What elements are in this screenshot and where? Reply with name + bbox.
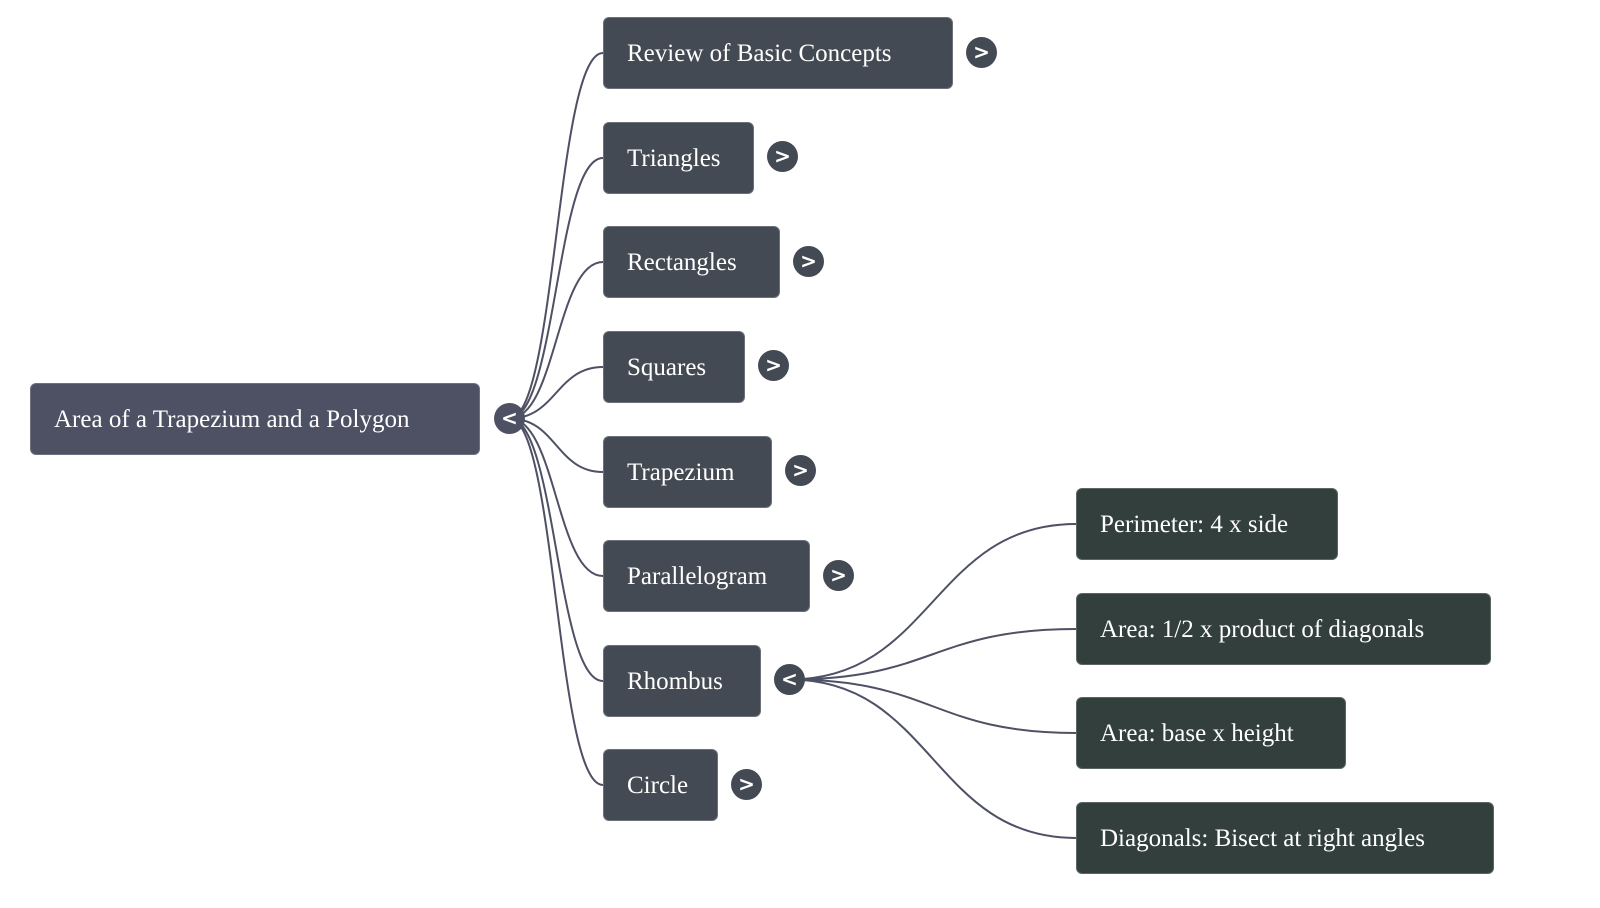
branch-label: Triangles <box>627 145 721 172</box>
branch-label: Parallelogram <box>627 563 768 590</box>
leaf-node-perimeter[interactable]: Perimeter: 4 x side <box>1076 488 1338 560</box>
expand-toggle-squares[interactable]: > <box>758 350 789 381</box>
branch-node-triangles[interactable]: Triangles <box>603 122 754 194</box>
expand-toggle-review-of-basic-concepts[interactable]: > <box>966 37 997 68</box>
branch-label: Rectangles <box>627 249 737 276</box>
expand-toggle-circle[interactable]: > <box>731 769 762 800</box>
expand-toggle-trapezium[interactable]: > <box>785 455 816 486</box>
branch-node-rhombus[interactable]: Rhombus <box>603 645 761 717</box>
branch-node-parallelogram[interactable]: Parallelogram <box>603 540 810 612</box>
branch-node-squares[interactable]: Squares <box>603 331 745 403</box>
edge-rhombus-to-diagonals-bisect <box>789 678 1077 839</box>
leaf-label: Perimeter: 4 x side <box>1100 511 1289 538</box>
branch-node-rectangles[interactable]: Rectangles <box>603 226 780 298</box>
branch-label: Squares <box>627 354 707 381</box>
edge-rhombus-to-area-base-height <box>789 678 1077 734</box>
edge-root-to-rhombus <box>509 417 604 682</box>
edge-rhombus-to-perimeter <box>789 523 1077 681</box>
edge-root-to-parallelogram <box>509 417 604 577</box>
leaf-node-area-diagonals[interactable]: Area: 1/2 x product of diagonals <box>1076 593 1491 665</box>
leaf-label: Area: 1/2 x product of diagonals <box>1100 616 1425 643</box>
expand-toggle-triangles[interactable]: > <box>767 141 798 172</box>
leaf-node-area-base-height[interactable]: Area: base x height <box>1076 697 1346 769</box>
edge-root-to-triangles <box>509 157 604 420</box>
branch-node-review-of-basic-concepts[interactable]: Review of Basic Concepts <box>603 17 953 89</box>
branch-label: Trapezium <box>627 459 735 486</box>
branch-label: Rhombus <box>627 668 723 695</box>
root-node[interactable]: Area of a Trapezium and a Polygon <box>30 383 480 455</box>
leaf-label: Diagonals: Bisect at right angles <box>1100 825 1425 852</box>
edge-root-to-circle <box>509 417 604 786</box>
leaf-node-diagonals-bisect[interactable]: Diagonals: Bisect at right angles <box>1076 802 1494 874</box>
root-collapse-toggle[interactable]: < <box>494 403 525 434</box>
edge-root-to-rectangles <box>509 261 604 420</box>
branch-label: Circle <box>627 772 689 799</box>
expand-toggle-parallelogram[interactable]: > <box>823 560 854 591</box>
root-node-label: Area of a Trapezium and a Polygon <box>54 406 410 433</box>
collapse-toggle-rhombus[interactable]: < <box>774 664 805 695</box>
branch-label: Review of Basic Concepts <box>627 40 892 67</box>
leaf-label: Area: base x height <box>1100 720 1294 747</box>
branch-node-trapezium[interactable]: Trapezium <box>603 436 772 508</box>
edge-rhombus-to-area-diagonals <box>789 628 1077 681</box>
edge-root-to-review-of-basic-concepts <box>509 52 604 420</box>
branch-node-circle[interactable]: Circle <box>603 749 718 821</box>
expand-toggle-rectangles[interactable]: > <box>793 246 824 277</box>
